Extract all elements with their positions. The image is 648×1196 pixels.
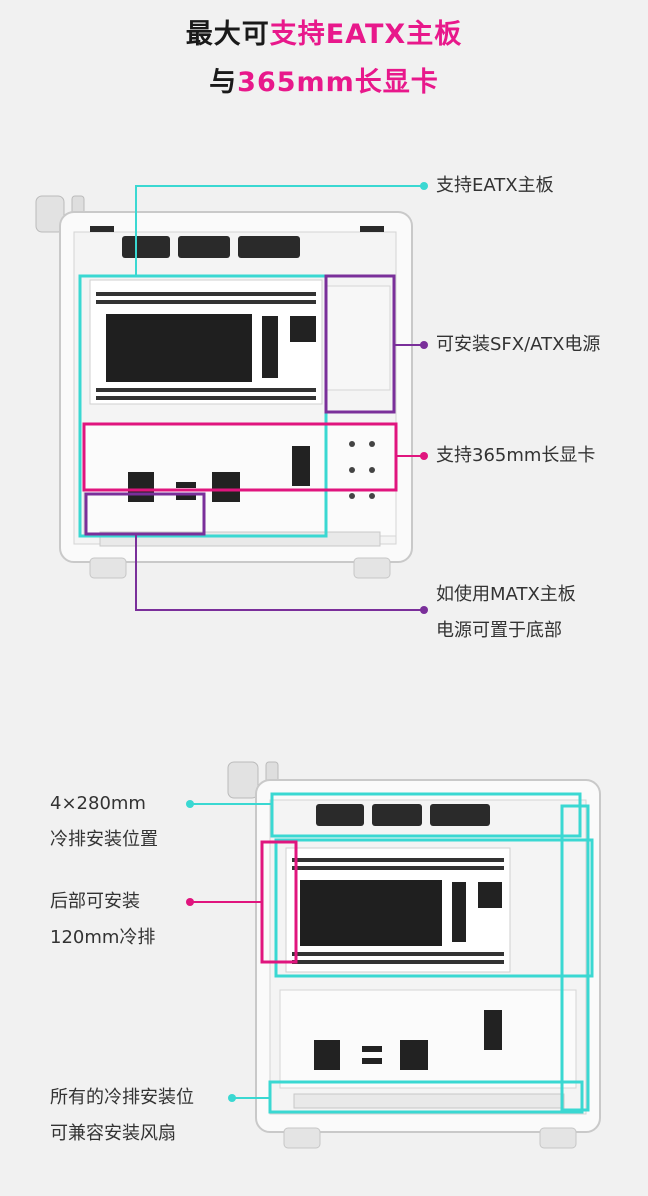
psu-callout: 可安装SFX/ATX电源 — [436, 334, 601, 355]
top-vents-bottom — [316, 804, 490, 826]
bottom-grille-bottom — [293, 1093, 565, 1109]
rad-callout-line-2: 冷排安装位置 — [50, 829, 158, 850]
cutout-top — [262, 316, 278, 378]
foot-right-bottom — [539, 1127, 577, 1149]
cutout-top-small — [290, 316, 316, 342]
matx-leader-line — [135, 534, 424, 611]
matx-psu-highlight-box — [84, 492, 206, 536]
foot-right-top — [353, 557, 391, 579]
lower-chamber-bottom — [279, 989, 577, 1089]
side-radiator-box — [560, 804, 590, 1112]
eatx-leader-line — [135, 185, 424, 276]
matx-callout-line-2: 电源可置于底部 — [436, 620, 562, 641]
headline-highlight-2: 365mm长显卡 — [237, 67, 439, 98]
rad-leader-dot — [186, 800, 194, 808]
lower-cutouts-top — [128, 446, 310, 502]
foot-left-top — [89, 557, 127, 579]
rear-callout-line-1: 后部可安装 — [50, 891, 140, 912]
psu-leader-dot — [420, 341, 428, 349]
rad-callout-line-1: 4×280mm — [50, 793, 146, 814]
top-vents — [90, 226, 384, 258]
cutout-bottom — [452, 882, 466, 942]
matx-callout-line-1: 如使用MATX主板 — [436, 584, 576, 605]
gpu-leader-dot — [420, 452, 428, 460]
tray-slots-bottom — [292, 858, 504, 964]
all-callout-line-1: 所有的冷排安装位 — [50, 1087, 194, 1108]
mesh-panel-bottom — [300, 880, 442, 946]
psu-bay-top — [325, 285, 391, 391]
matx-leader-dot — [420, 606, 428, 614]
mesh-panel-top — [106, 314, 252, 382]
all-leader-dot — [228, 1094, 236, 1102]
lower-dots-top — [349, 441, 375, 499]
eatx-leader-dot — [420, 182, 428, 190]
lower-cutouts-bottom — [314, 1010, 502, 1070]
gpu-callout: 支持365mm长显卡 — [436, 445, 596, 466]
foot-left-bottom — [283, 1127, 321, 1149]
headline-line-2: 与365mm长显卡 — [0, 60, 648, 99]
all-callout-line-2: 可兼容安装风扇 — [50, 1123, 176, 1144]
cutout-bottom-small — [478, 882, 502, 908]
eatx-callout: 支持EATX主板 — [436, 175, 554, 196]
headline-highlight-1: 支持EATX主板 — [269, 19, 463, 50]
top-radiator-box — [270, 792, 582, 838]
headline-prefix-1: 最大可 — [185, 19, 270, 50]
rear-callout-line-2: 120mm冷排 — [50, 927, 156, 948]
headline-line-1: 最大可支持EATX主板 — [0, 12, 648, 51]
rear-leader-dot — [186, 898, 194, 906]
front-radiator-box — [274, 838, 594, 978]
tray-slots-top — [96, 292, 316, 400]
headline-prefix-2: 与 — [209, 67, 238, 98]
